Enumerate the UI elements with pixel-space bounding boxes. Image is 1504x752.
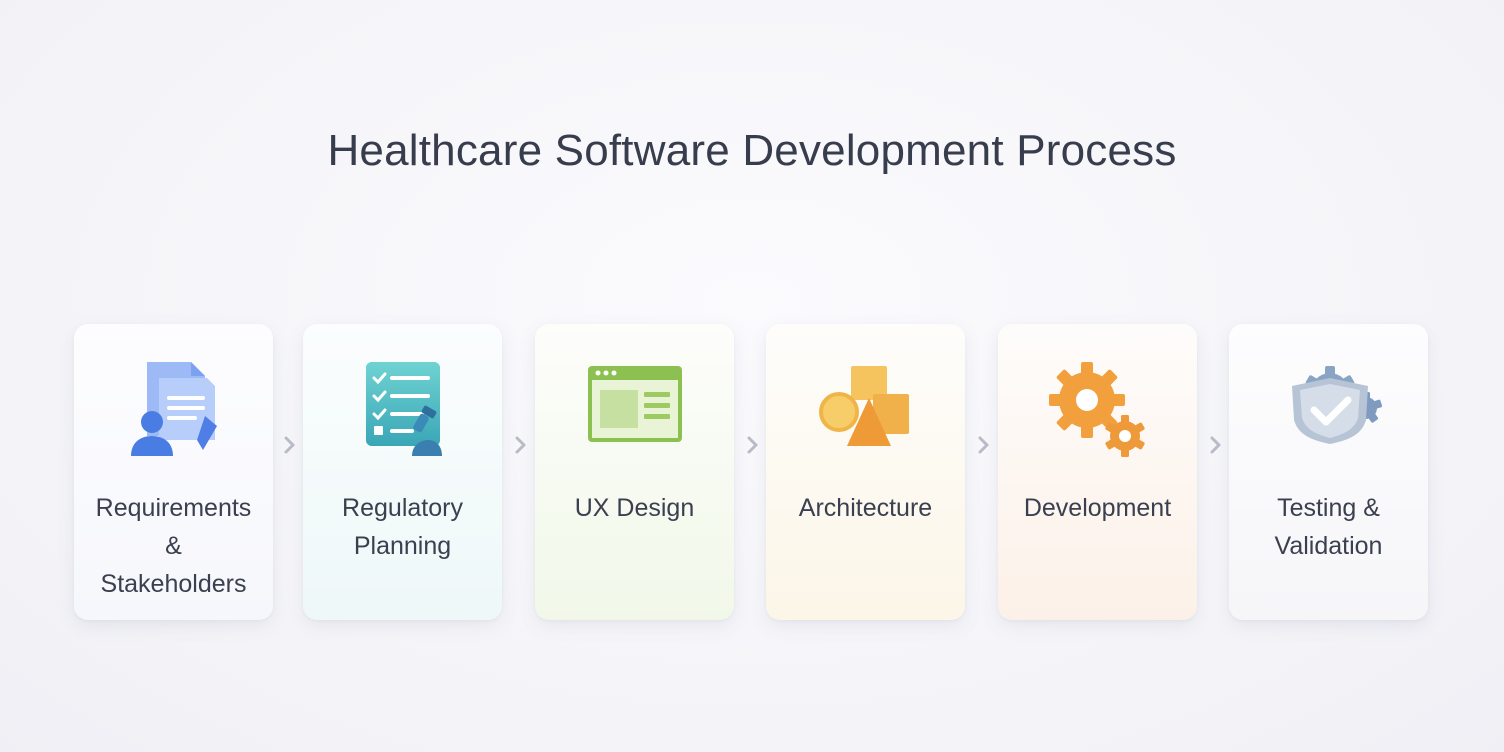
chevron-right-icon	[747, 436, 758, 454]
stage-development[interactable]: Development	[998, 324, 1197, 620]
ux-browser-window-icon	[587, 366, 682, 442]
chevron-right-icon	[978, 436, 989, 454]
stage-label: Regulatory Planning	[342, 494, 463, 560]
architecture-shapes-icon	[818, 366, 909, 446]
stage-label: Architecture	[798, 494, 933, 522]
stage-testing-validation[interactable]: Testing & Validation	[1229, 324, 1428, 620]
chevron-right-icon	[515, 436, 526, 454]
stage-label: UX Design	[574, 494, 695, 522]
stage-label: Development	[1023, 494, 1172, 522]
development-gears-icon	[1048, 362, 1145, 457]
chevron-right-icon	[1210, 436, 1221, 454]
page-title: Healthcare Software Development Process	[327, 126, 1177, 175]
chevron-right-icon	[284, 436, 295, 454]
stage-label: Testing & Validation	[1274, 494, 1383, 560]
regulatory-checklist-icon	[365, 362, 442, 456]
stage-architecture[interactable]: Architecture	[766, 324, 965, 620]
requirements-stakeholder-icon	[130, 362, 217, 456]
stage-label: Requirements & Stakeholders	[95, 494, 252, 598]
testing-shield-check-icon	[1291, 366, 1382, 444]
stage-ux-design[interactable]: UX Design	[535, 324, 734, 620]
stage-requirements[interactable]: Requirements & Stakeholders	[74, 324, 273, 620]
stage-regulatory-planning[interactable]: Regulatory Planning	[303, 324, 502, 620]
